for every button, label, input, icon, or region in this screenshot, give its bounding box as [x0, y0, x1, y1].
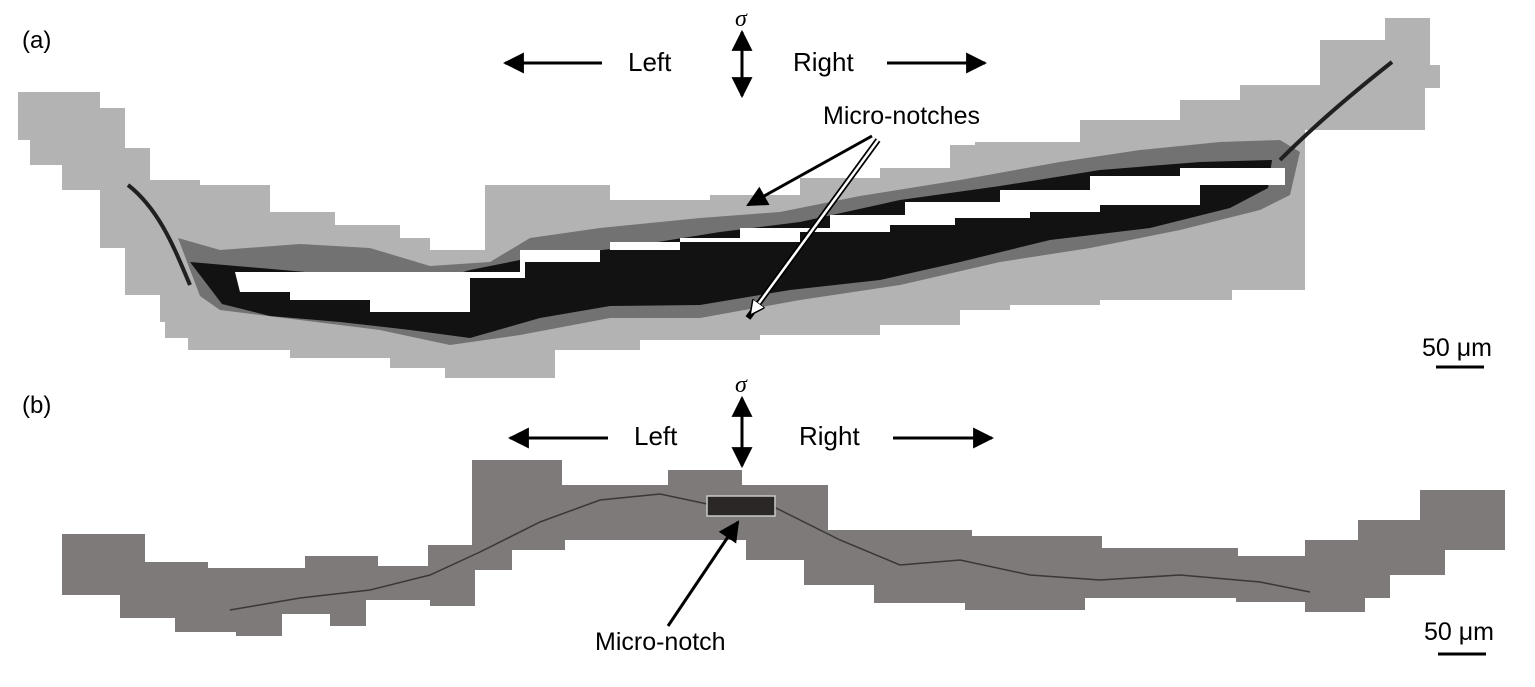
- panel-a-right-label: Right: [793, 47, 854, 77]
- panel-b-sem-mosaic: [62, 460, 1505, 636]
- panel-a-annotation-arrow-lower: [751, 139, 880, 314]
- panel-b-sigma: σ: [735, 372, 748, 398]
- panel-a: (a) σ Left Right Micro-notches 50 μm: [18, 6, 1492, 378]
- panel-a-scale-bar-label: 50 μm: [1422, 334, 1492, 362]
- panel-a-image-gap: [235, 168, 1285, 312]
- panel-a-right-crack-tip: [1278, 60, 1394, 162]
- panel-b-notch: [706, 495, 776, 517]
- panel-b-crack-left: [229, 493, 713, 611]
- panel-b-annotation-arrow: [666, 520, 740, 627]
- panel-b-right-label: Right: [799, 421, 860, 451]
- panel-a-annotation: Micro-notches: [823, 102, 980, 130]
- panel-a-annotation-arrow-upper: [746, 134, 873, 207]
- panel-a-sigma: σ: [735, 6, 748, 32]
- panel-a-left-label: Left: [628, 47, 672, 77]
- panel-a-left-crack-tip: [126, 183, 192, 286]
- panel-b: (b) σ Left Right Micro-notch 50 μm: [22, 372, 1505, 656]
- panel-b-label: (b): [22, 392, 51, 419]
- panel-b-scale-bar-label: 50 μm: [1424, 618, 1494, 646]
- panel-b-annotation: Micro-notch: [595, 628, 726, 656]
- panel-a-label: (a): [22, 27, 51, 54]
- panel-b-crack-right: [769, 504, 1311, 593]
- panel-b-left-label: Left: [634, 421, 678, 451]
